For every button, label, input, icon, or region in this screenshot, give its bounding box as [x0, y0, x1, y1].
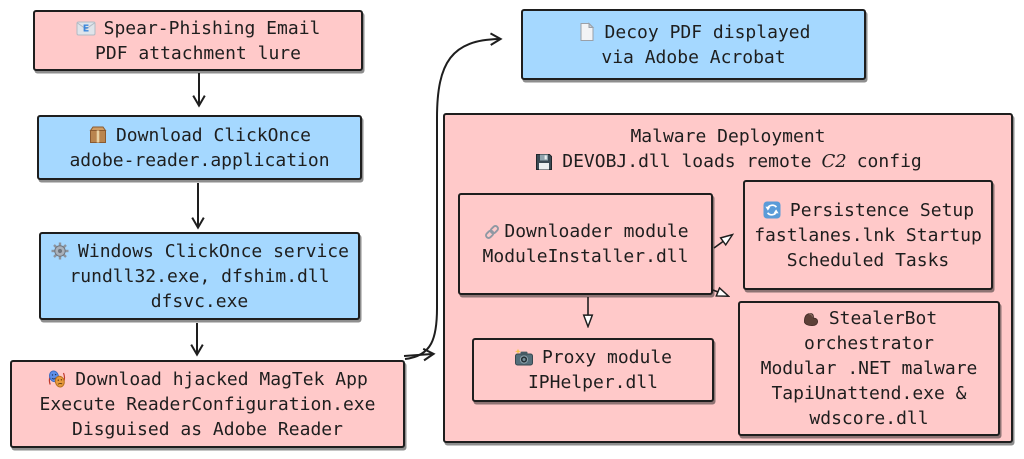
node-text: rundll32.exe, dfshim.dll [69, 265, 330, 287]
node-text: Execute ReaderConfiguration.exe [39, 393, 376, 415]
flow-node-proxy-module: Proxy module IPHelper.dll [472, 338, 714, 402]
node-text: wdscore.dll [809, 408, 929, 429]
node-text: PDF attachment lure [95, 42, 301, 64]
document-page-icon [580, 22, 594, 41]
node-text: Modular .NET malware [760, 358, 978, 379]
flow-node-magtek-download: Download hjacked MagTek App Execute Read… [10, 360, 405, 448]
node-text: Download ClickOnce [115, 124, 312, 146]
group-subtitle: config [856, 151, 922, 172]
node-text: StealerBot [828, 308, 938, 329]
flow-node-stealerbot: StealerBot orchestrator Modular .NET mal… [738, 301, 1000, 436]
flow-node-decoy-pdf: Decoy PDF displayed via Adobe Acrobat [521, 9, 866, 80]
node-text: Scheduled Tasks [786, 249, 950, 271]
node-text: Download hjacked MagTek App [75, 368, 368, 390]
floppy-disk-icon [536, 153, 553, 170]
camera-flash-icon [514, 348, 533, 365]
group-subtitle: DEVOBJ.dll loads remote [562, 151, 812, 172]
flow-node-spear-phishing: E Spear-Phishing Email PDF attachment lu… [33, 10, 363, 71]
link-icon [485, 224, 500, 239]
package-icon [89, 126, 107, 143]
node-text: orchestrator [803, 333, 935, 354]
node-text: Persistence Setup [789, 199, 975, 221]
node-text: fastlanes.lnk Startup [754, 224, 982, 246]
flow-node-download-clickonce: Download ClickOnce adobe-reader.applicat… [37, 115, 362, 180]
flexed-biceps-icon [803, 312, 818, 326]
gear-icon [51, 242, 69, 260]
group-title: Malware Deployment [630, 126, 826, 147]
node-text: IPHelper.dll [527, 372, 659, 393]
node-text: dfsvc.exe [150, 290, 249, 312]
svg-text:E: E [82, 24, 89, 35]
node-text: Decoy PDF displayed [604, 21, 811, 43]
node-text: TapiUnattend.exe & [771, 383, 967, 404]
node-text: Windows ClickOnce service [78, 240, 349, 262]
arrow-magtek-to-deployment [403, 347, 436, 362]
node-text: Spear-Phishing Email [103, 17, 321, 39]
node-text: Downloader module [504, 221, 689, 242]
node-text: via Adobe Acrobat [601, 46, 786, 68]
refresh-icon [763, 201, 781, 219]
theater-masks-icon [48, 370, 66, 388]
flow-node-persistence-setup: Persistence Setup fastlanes.lnk Startup … [743, 180, 993, 290]
group-subtitle-c2: C2 [821, 151, 847, 172]
flow-node-downloader-module: Downloader module ModuleInstaller.dll [458, 193, 713, 295]
flow-node-clickonce-service: Windows ClickOnce service rundll32.exe, … [39, 232, 360, 320]
node-text: Disguised as Adobe Reader [72, 418, 343, 440]
node-text: adobe-reader.application [69, 149, 330, 171]
node-text: ModuleInstaller.dll [482, 246, 689, 267]
email-icon: E [76, 21, 96, 36]
node-text: Proxy module [541, 347, 673, 368]
